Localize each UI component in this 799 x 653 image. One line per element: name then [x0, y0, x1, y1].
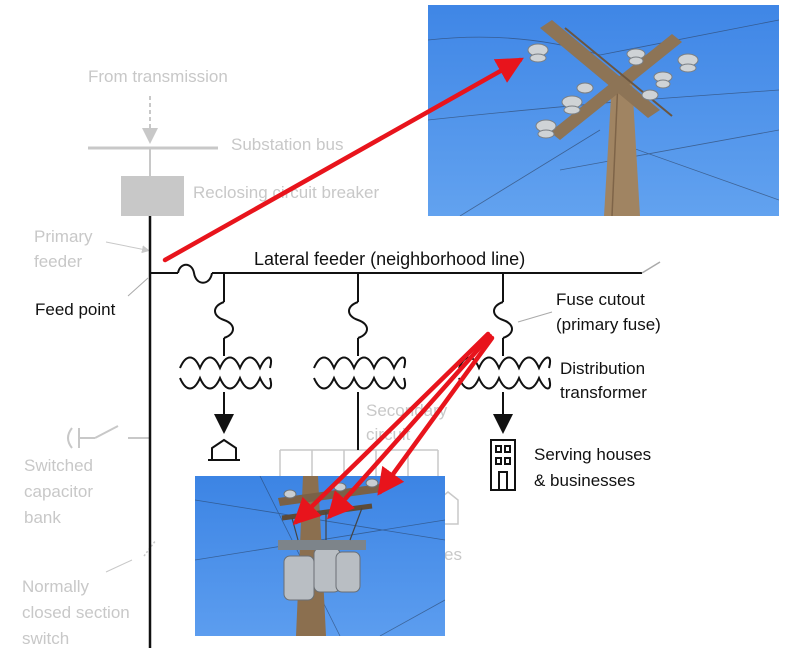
capacitor-label-1: Switched — [24, 456, 93, 475]
distribution-transformer-label-1: Distribution — [560, 359, 645, 378]
transformer-branch-2 — [313, 273, 406, 450]
transformer-branch-1 — [179, 273, 272, 461]
lateral-feeder: Lateral feeder (neighborhood line) — [150, 249, 661, 284]
primary-feeder-label-1: Primary — [34, 227, 93, 246]
fuse-cutout-label-1: Fuse cutout — [556, 290, 645, 309]
arrow-to-fuse-2 — [327, 333, 493, 520]
capacitor-label-3: bank — [24, 508, 61, 527]
substation-bus-label: Substation bus — [231, 135, 343, 154]
section-switch-label-2: closed section — [22, 603, 130, 622]
top-photo-sky — [428, 5, 779, 216]
switched-capacitor-bank-symbol — [67, 425, 150, 449]
from-transmission-label: From transmission — [88, 67, 228, 86]
transformer-branch-3 — [458, 273, 551, 434]
top-crossarm-2 — [550, 34, 682, 140]
top-photo — [428, 5, 779, 216]
arrow-to-insulators — [162, 57, 524, 263]
top-crossarm-1 — [540, 20, 660, 118]
arrow-to-fuse-3 — [377, 335, 495, 496]
section-switch-label-1: Normally — [22, 577, 90, 596]
reclosing-breaker-box — [121, 176, 184, 216]
lateral-feeder-fuse — [177, 263, 213, 284]
feed-point-pointer — [127, 277, 149, 297]
primary-feeder-pointer — [105, 241, 150, 254]
section-switch-pointer — [105, 559, 133, 573]
serving-label-2: & businesses — [534, 471, 635, 490]
distribution-transformer-label-2: transformer — [560, 383, 647, 402]
partial-label: es — [444, 545, 462, 564]
callout-arrows — [162, 57, 524, 526]
fuse-cutout-pointer — [517, 311, 553, 323]
lateral-feeder-end — [641, 261, 661, 274]
upstream-section: From transmission Substation bus Reclosi… — [22, 67, 462, 648]
primary-feeder-label-2: feeder — [34, 252, 83, 271]
fuse-cutout-label-2: (primary fuse) — [556, 315, 661, 334]
lateral-feeder-label: Lateral feeder (neighborhood line) — [254, 249, 525, 269]
feed-point-label: Feed point — [35, 300, 116, 319]
building-icon — [490, 439, 516, 491]
serving-label-1: Serving houses — [534, 445, 651, 464]
section-switch-label-3: switch — [22, 629, 69, 648]
top-photo-content — [428, 19, 779, 216]
capacitor-label-2: capacitor — [24, 482, 93, 501]
